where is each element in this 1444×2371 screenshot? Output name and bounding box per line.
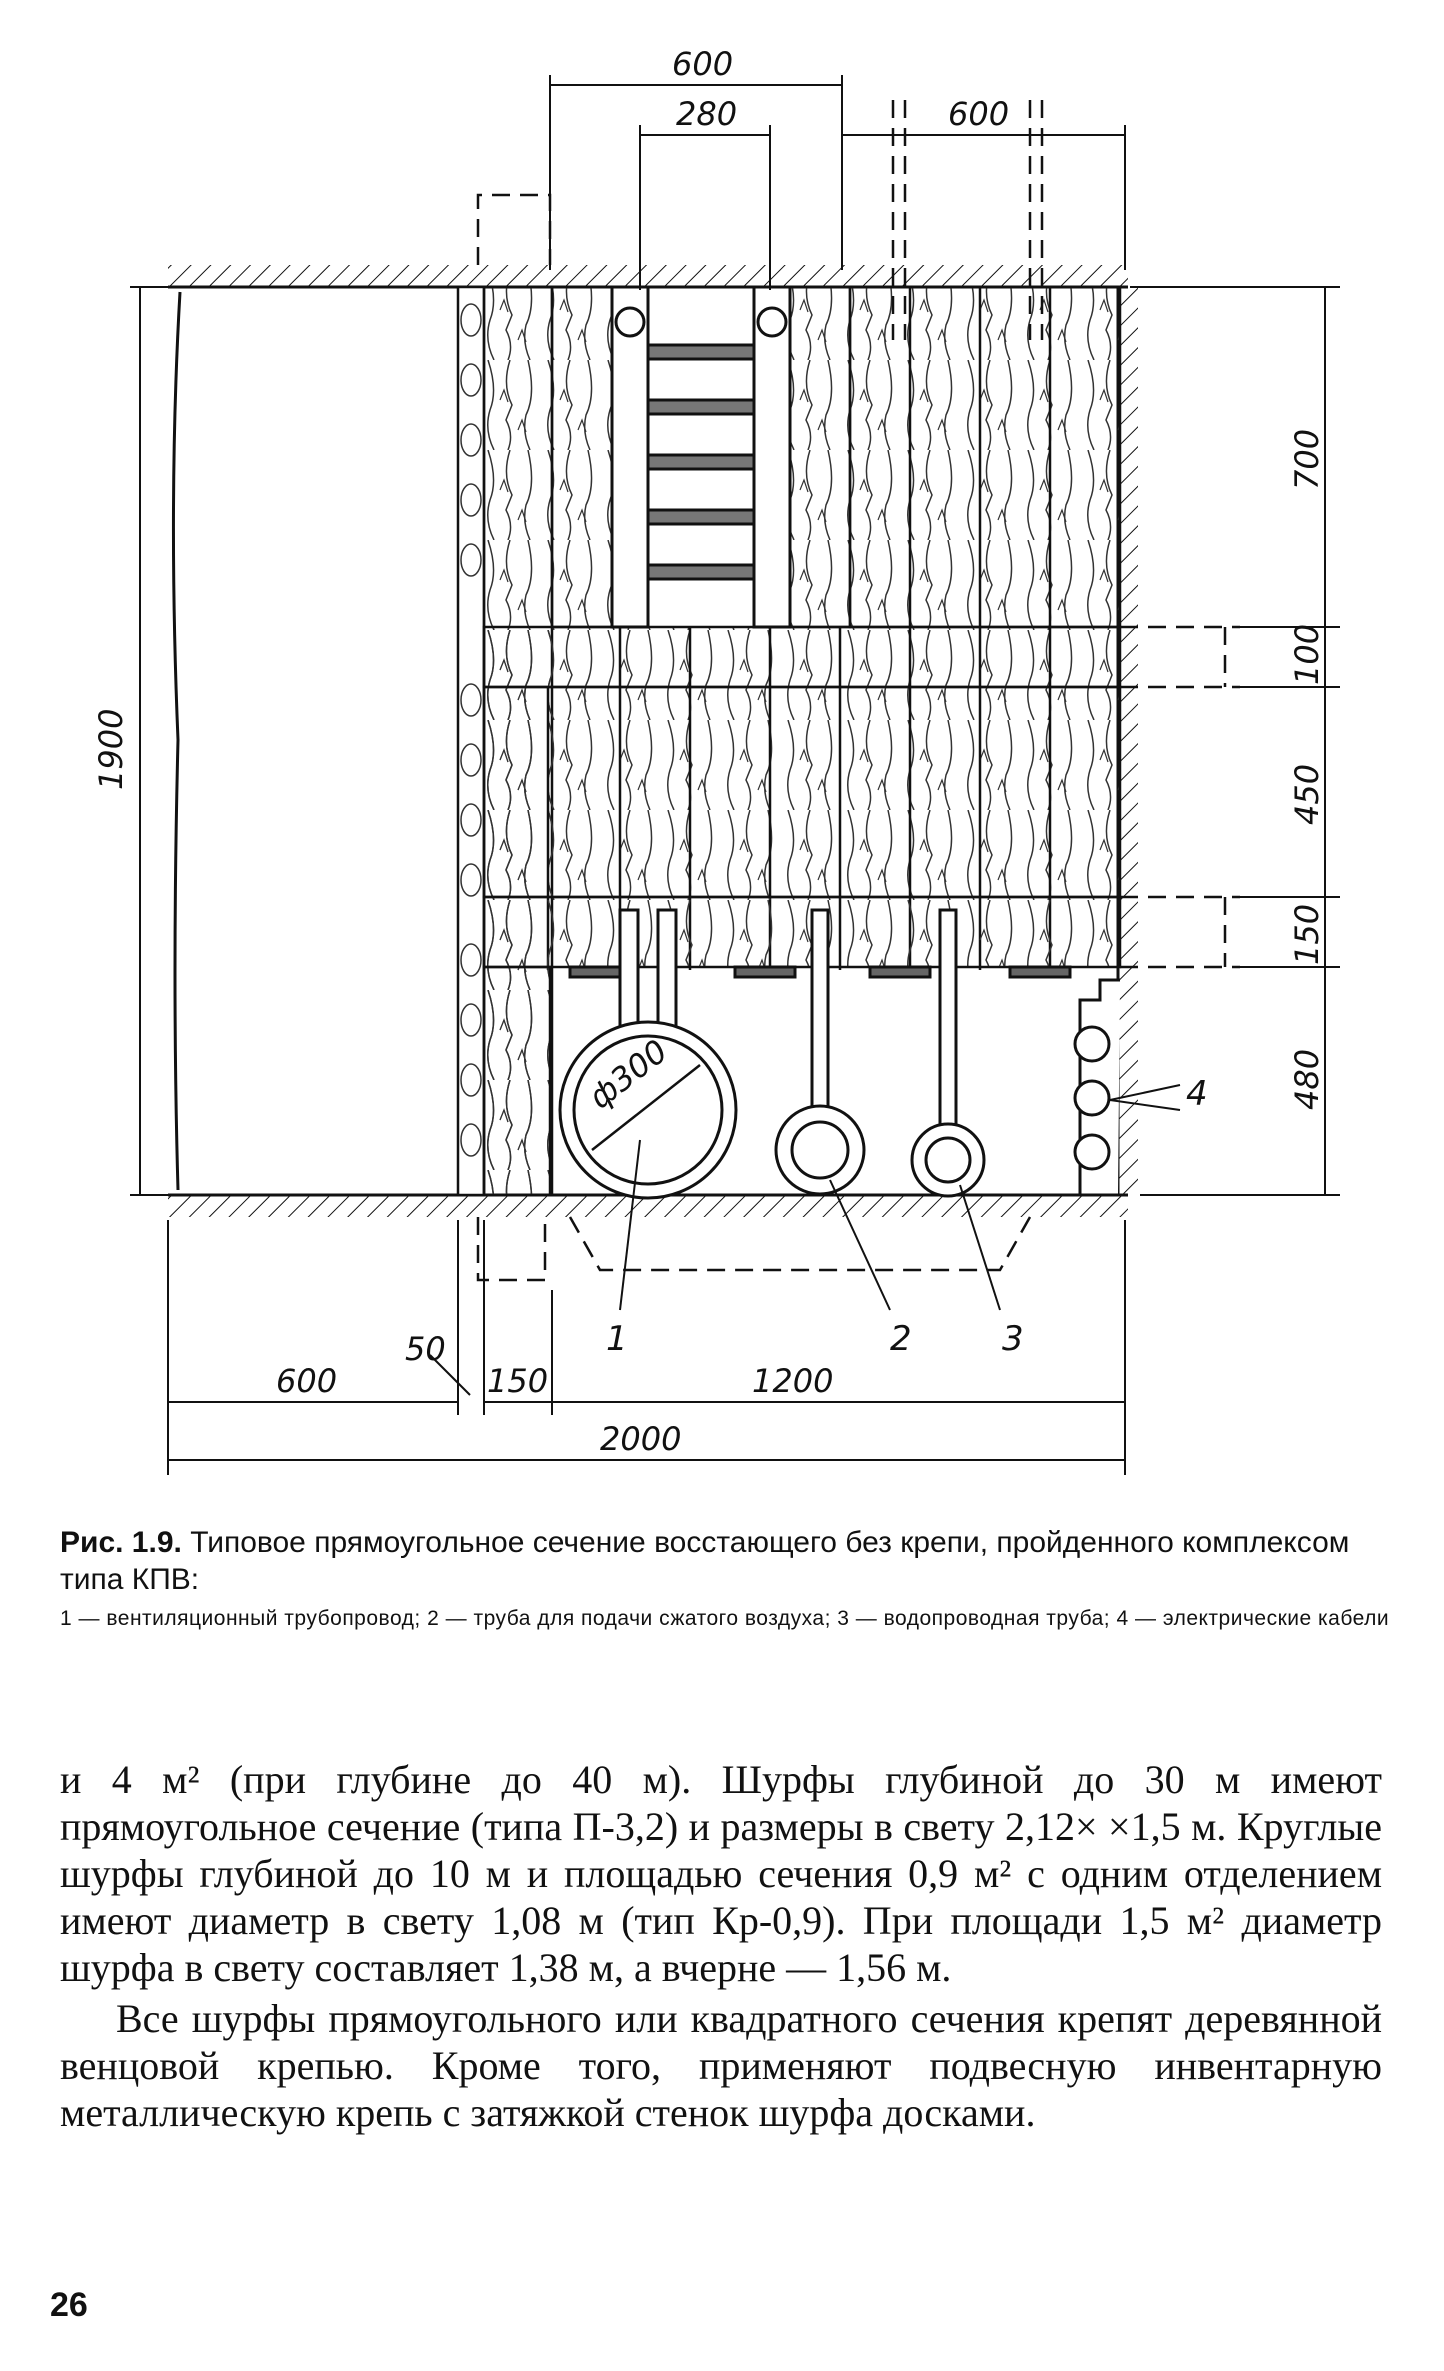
caption-prefix: Рис. 1.9. [60, 1526, 182, 1559]
label-3: 3 [1002, 1319, 1024, 1359]
dim-450: 450 [1288, 764, 1326, 825]
dim-1900: 1900 [92, 709, 130, 790]
pipes [558, 908, 1072, 1200]
label-4: 4 [1186, 1074, 1208, 1114]
dimension-lines [130, 75, 1340, 1475]
dim-280: 280 [676, 95, 737, 133]
dim-600-top: 600 [672, 45, 733, 83]
dim-100: 100 [1288, 624, 1326, 685]
timber-planks [482, 285, 1122, 1197]
dim-480: 480 [1288, 1049, 1326, 1110]
dim-50: 50 [405, 1330, 446, 1368]
caption-title: Рис. 1.9. Типовое прямоугольное сечение … [60, 1524, 1390, 1598]
body-text: и 4 м² (при глубине до 40 м). Шурфы глуб… [60, 1756, 1382, 2136]
left-timber-column [456, 285, 486, 1197]
label-1: 1 [606, 1319, 628, 1359]
dim-600-bottom: 600 [276, 1362, 337, 1400]
dimension-texts: 600 280 600 1900 700 100 450 150 480 50 … [92, 45, 1326, 1458]
shaft-section-drawing: 600 280 600 1900 700 100 450 150 480 50 … [92, 45, 1340, 1475]
dim-1200: 1200 [752, 1362, 833, 1400]
caption-title-text: Типовое прямоугольное сечение восстающег… [60, 1526, 1350, 1596]
page-number: 26 [50, 2286, 88, 2324]
dim-150-bottom: 150 [487, 1362, 548, 1400]
ladder [610, 285, 792, 629]
dim-2000: 2000 [600, 1420, 681, 1458]
label-2: 2 [890, 1319, 912, 1359]
paragraph-2: Все шурфы прямоугольного или квадратного… [60, 1996, 1382, 2135]
paragraph-1: и 4 м² (при глубине до 40 м). Шурфы глуб… [60, 1757, 1382, 1990]
caption-legend: 1 — вентиляционный трубопровод; 2 — труб… [60, 1607, 1390, 1630]
cables [1073, 978, 1181, 1197]
dim-600-right: 600 [948, 95, 1009, 133]
dim-150-right: 150 [1288, 904, 1326, 965]
figure-caption: Рис. 1.9. Типовое прямоугольное сечение … [60, 1524, 1390, 1632]
dim-700: 700 [1288, 429, 1326, 490]
